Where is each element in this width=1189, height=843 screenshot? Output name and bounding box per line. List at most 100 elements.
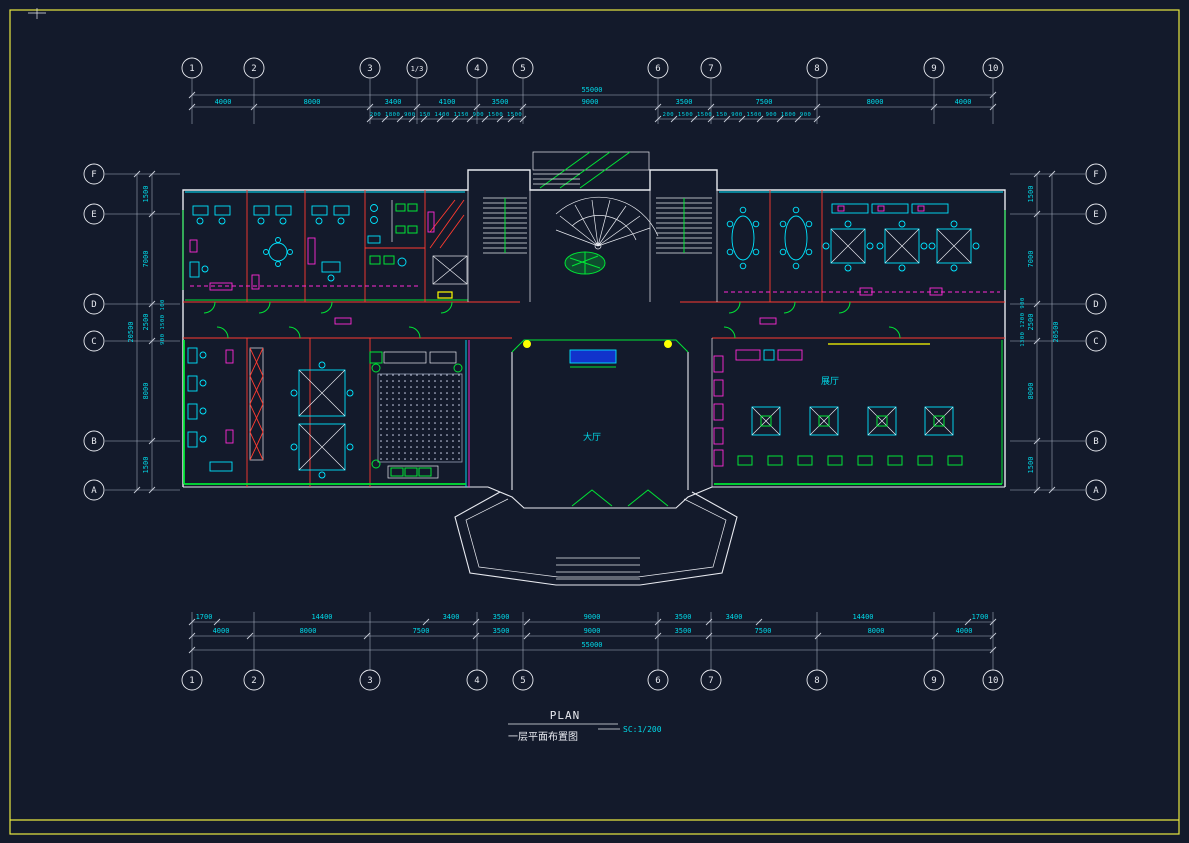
dim-label: 1700 — [972, 613, 989, 621]
dim-label: 2500 — [1027, 314, 1035, 331]
open-office — [822, 203, 980, 296]
dim-label: 8000 — [867, 98, 884, 106]
workstation-cluster — [928, 220, 980, 272]
conference-room — [369, 351, 463, 479]
display-table — [867, 406, 897, 436]
axis-bubble: A — [1093, 486, 1099, 496]
dim-label: 55000 — [581, 641, 602, 649]
dim-label: 14400 — [852, 613, 873, 621]
fan-stair — [555, 196, 659, 275]
workstation-cluster — [290, 361, 354, 417]
dim-label: 9000 — [582, 98, 599, 106]
axis-bubble: 6 — [655, 64, 660, 74]
axis-bubble: F — [1093, 170, 1098, 180]
entrance-canopy — [454, 491, 738, 586]
axis-grid-bottom: 1 2 3 4 5 6 7 8 9 10 — [181, 669, 1004, 691]
dim-label: 3400 — [726, 613, 743, 621]
title-scale: SC:1/200 — [623, 725, 662, 734]
elevator-shaft — [427, 199, 468, 299]
bookshelf — [249, 347, 264, 461]
corridor — [183, 299, 1005, 339]
axis-grid-left: F E D C B A 1500 7000 2500 8000 1500 900… — [83, 163, 180, 501]
axis-bubble: 2 — [251, 676, 256, 686]
office-lower-2 — [290, 361, 354, 479]
axis-bubble: B — [1093, 437, 1098, 447]
dim-label: 3500 — [675, 613, 692, 621]
axis-bubble: B — [91, 437, 96, 447]
axis-bubble: 9 — [931, 64, 936, 74]
dim-label: 14400 — [311, 613, 332, 621]
axis-bubble: 4 — [474, 676, 479, 686]
title-block: PLAN 一层平面布置图 SC:1/200 — [508, 709, 662, 743]
office-upper-3 — [307, 205, 350, 282]
dim-label: 8000 — [142, 383, 150, 400]
meeting-room-1 — [726, 206, 760, 270]
room-label-hall: 展厅 — [821, 376, 839, 387]
dim-label: 8000 — [300, 627, 317, 635]
display-table — [751, 406, 781, 436]
room-label-lobby: 大厅 — [583, 431, 601, 443]
dim-label: 3500 — [492, 98, 509, 106]
top-canopy-structure — [532, 151, 650, 189]
reception-desk — [569, 349, 617, 368]
dim-sub-label: 900 1500 100 — [160, 299, 166, 345]
dim-label: 1500 — [1027, 457, 1035, 474]
axis-bubble: E — [91, 210, 96, 220]
dim-label: 2500 — [142, 314, 150, 331]
axis-bubble: 3 — [367, 64, 372, 74]
dim-label: 1500 — [142, 186, 150, 203]
dim-label: 3500 — [493, 613, 510, 621]
axis-bubble: 5 — [520, 64, 525, 74]
dim-label: 8000 — [1027, 383, 1035, 400]
axis-bubble: 7 — [708, 64, 713, 74]
building-outline — [182, 169, 1006, 509]
dim-label: 8000 — [304, 98, 321, 106]
axis-bubble: 1 — [189, 676, 194, 686]
dim-label: 3500 — [493, 627, 510, 635]
axis-bubble: D — [91, 300, 96, 310]
display-plinths — [737, 455, 963, 466]
exhibition-hall: 展厅 — [713, 343, 963, 467]
dim-sub-label: 200 1500 1500 150 900 1500 900 1800 900 — [663, 112, 812, 118]
axis-bubble: 2 — [251, 64, 256, 74]
axis-bubble: C — [91, 337, 96, 347]
axis-bubble: 3 — [367, 676, 372, 686]
dim-label: 55000 — [581, 86, 602, 94]
axis-bubble: A — [91, 486, 97, 496]
office-upper-2 — [251, 205, 293, 290]
washroom — [365, 200, 425, 267]
office-lower-1 — [187, 347, 234, 472]
axis-bubble: 6 — [655, 676, 660, 686]
stair-right — [656, 197, 712, 254]
upper-partitions — [190, 190, 1000, 302]
dim-label: 7500 — [755, 627, 772, 635]
dim-label: 3500 — [676, 98, 693, 106]
dimension-top: 55000 4000 8000 3400 4100 3500 9000 3500… — [188, 86, 997, 123]
column-marker — [664, 340, 672, 348]
axis-bubble: 8 — [814, 64, 819, 74]
dim-label: 1500 — [1027, 186, 1035, 203]
dim-label: 1500 — [142, 457, 150, 474]
lower-partitions — [183, 338, 1003, 487]
column-marker — [523, 340, 531, 348]
dimension-bottom: 1700 14400 3400 3500 9000 3500 3400 1440… — [188, 612, 997, 670]
dim-label: 4000 — [215, 98, 232, 106]
dim-label: 20500 — [1052, 321, 1060, 342]
dim-label: 9000 — [584, 613, 601, 621]
dim-label: 3400 — [443, 613, 460, 621]
axis-bubble: 8 — [814, 676, 819, 686]
title-name-cn: 一层平面布置图 — [508, 731, 578, 743]
dim-label: 3400 — [385, 98, 402, 106]
axis-bubble: 9 — [931, 676, 936, 686]
axis-bubble: D — [1093, 300, 1098, 310]
title-plan: PLAN — [550, 709, 581, 722]
sofa — [387, 465, 439, 479]
dim-label: 7500 — [413, 627, 430, 635]
axis-bubble: 1 — [189, 64, 194, 74]
dim-label: 1700 — [196, 613, 213, 621]
axis-bubble: 5 — [520, 676, 525, 686]
axis-bubble: 7 — [708, 676, 713, 686]
dim-label: 7500 — [756, 98, 773, 106]
